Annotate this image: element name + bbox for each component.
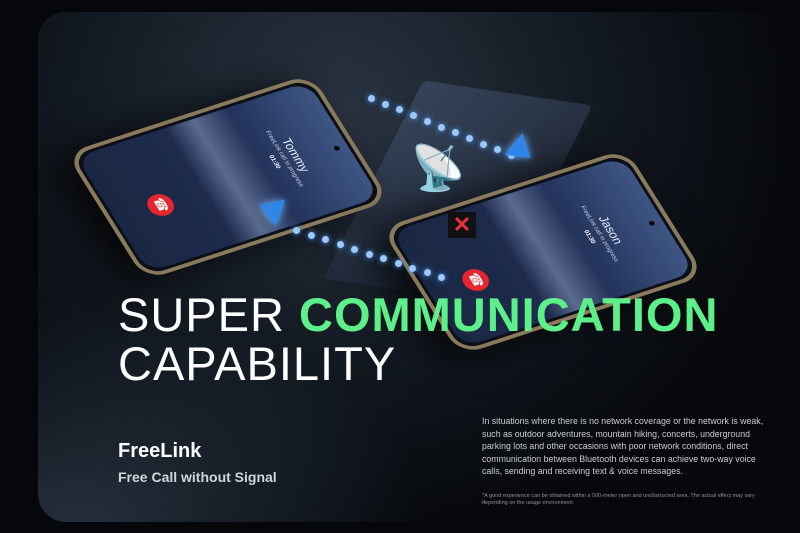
signal-dot bbox=[351, 245, 358, 253]
signal-dot bbox=[396, 106, 403, 114]
signal-tower-icon: 📡 bbox=[410, 144, 466, 193]
signal-dot bbox=[365, 250, 373, 258]
signal-dot bbox=[322, 236, 329, 244]
phone-screen: Tommy FreeLink call in progress 01:30 ☎ bbox=[76, 81, 380, 273]
brand-name: FreeLink bbox=[118, 440, 202, 462]
signal-dot bbox=[409, 264, 416, 272]
no-signal-x-icon: ✕ bbox=[448, 212, 476, 238]
signal-dot bbox=[424, 117, 431, 125]
camera-icon bbox=[333, 145, 341, 152]
headline: SUPER COMMUNICATION CAPABILITY bbox=[118, 290, 718, 388]
signal-dot bbox=[368, 95, 375, 102]
feature-description: In situations where there is no network … bbox=[482, 416, 764, 476]
headline-highlight: COMMUNICATION bbox=[299, 288, 719, 341]
signal-dot bbox=[410, 112, 417, 120]
hangup-icon: ☎ bbox=[142, 191, 179, 220]
signal-dot bbox=[466, 134, 473, 142]
signal-dot bbox=[508, 152, 515, 159]
signal-dot bbox=[438, 123, 445, 131]
signal-dot bbox=[293, 227, 300, 234]
brand-tagline: Free Call without Signal bbox=[118, 469, 277, 485]
signal-dot bbox=[452, 129, 459, 137]
headline-word: SUPER bbox=[118, 288, 285, 341]
signal-dot bbox=[438, 274, 445, 281]
promo-banner: Tommy FreeLink call in progress 01:30 ☎ … bbox=[38, 12, 780, 522]
background-glow bbox=[38, 282, 458, 522]
signal-dot bbox=[380, 255, 387, 263]
signal-dot bbox=[336, 241, 344, 249]
signal-dot bbox=[382, 100, 389, 108]
signal-dot bbox=[423, 269, 431, 277]
signal-dot bbox=[394, 259, 402, 267]
signal-dot bbox=[494, 146, 501, 154]
signal-dot bbox=[480, 140, 487, 148]
call-status: FreeLink call in progress bbox=[578, 205, 620, 263]
camera-icon bbox=[648, 220, 656, 227]
headline-word: CAPABILITY bbox=[118, 337, 397, 390]
footnote: *A good experience can be obtained withi… bbox=[482, 493, 755, 506]
signal-dot bbox=[307, 231, 315, 239]
